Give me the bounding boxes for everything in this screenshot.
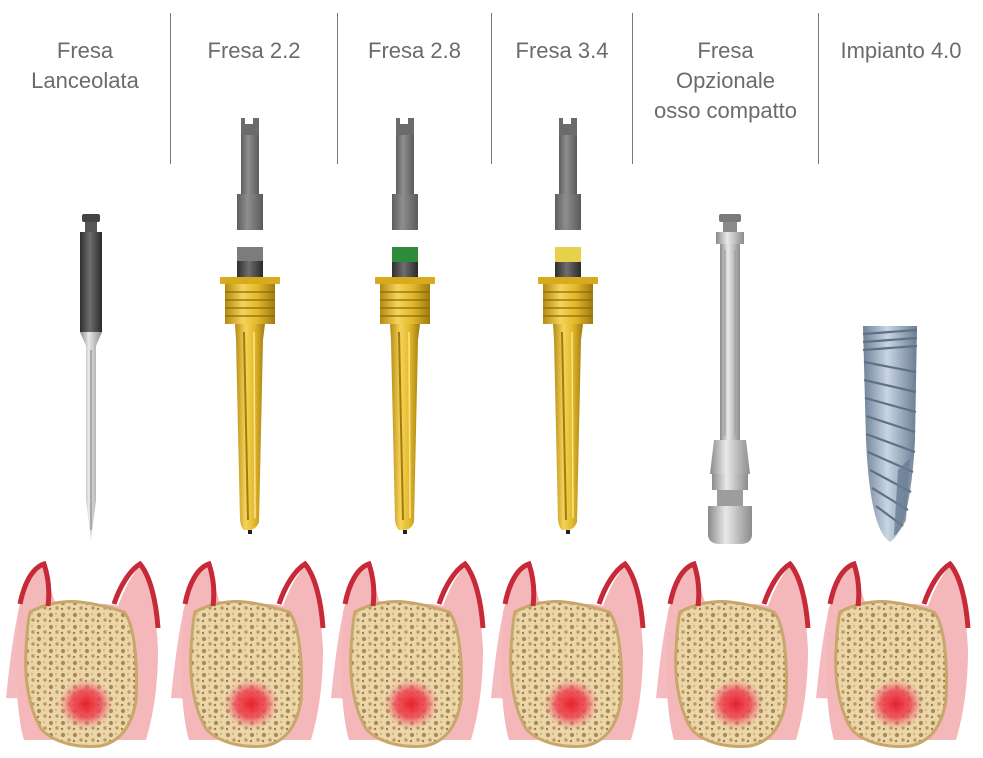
bone-section-1 [6, 564, 158, 746]
bone-section-2 [171, 564, 323, 746]
drill-2-2-icon [220, 118, 280, 534]
optional-dense-bone-drill-icon [708, 214, 752, 544]
bone-section-3 [331, 564, 483, 746]
drill-2-8-icon [375, 118, 435, 534]
bone-section-4 [491, 564, 643, 746]
dental-implant-icon [863, 326, 917, 542]
bone-section-5 [656, 564, 808, 746]
bone-section-6 [816, 564, 968, 746]
lance-drill-icon [80, 214, 102, 540]
drill-3-4-icon [538, 118, 598, 534]
